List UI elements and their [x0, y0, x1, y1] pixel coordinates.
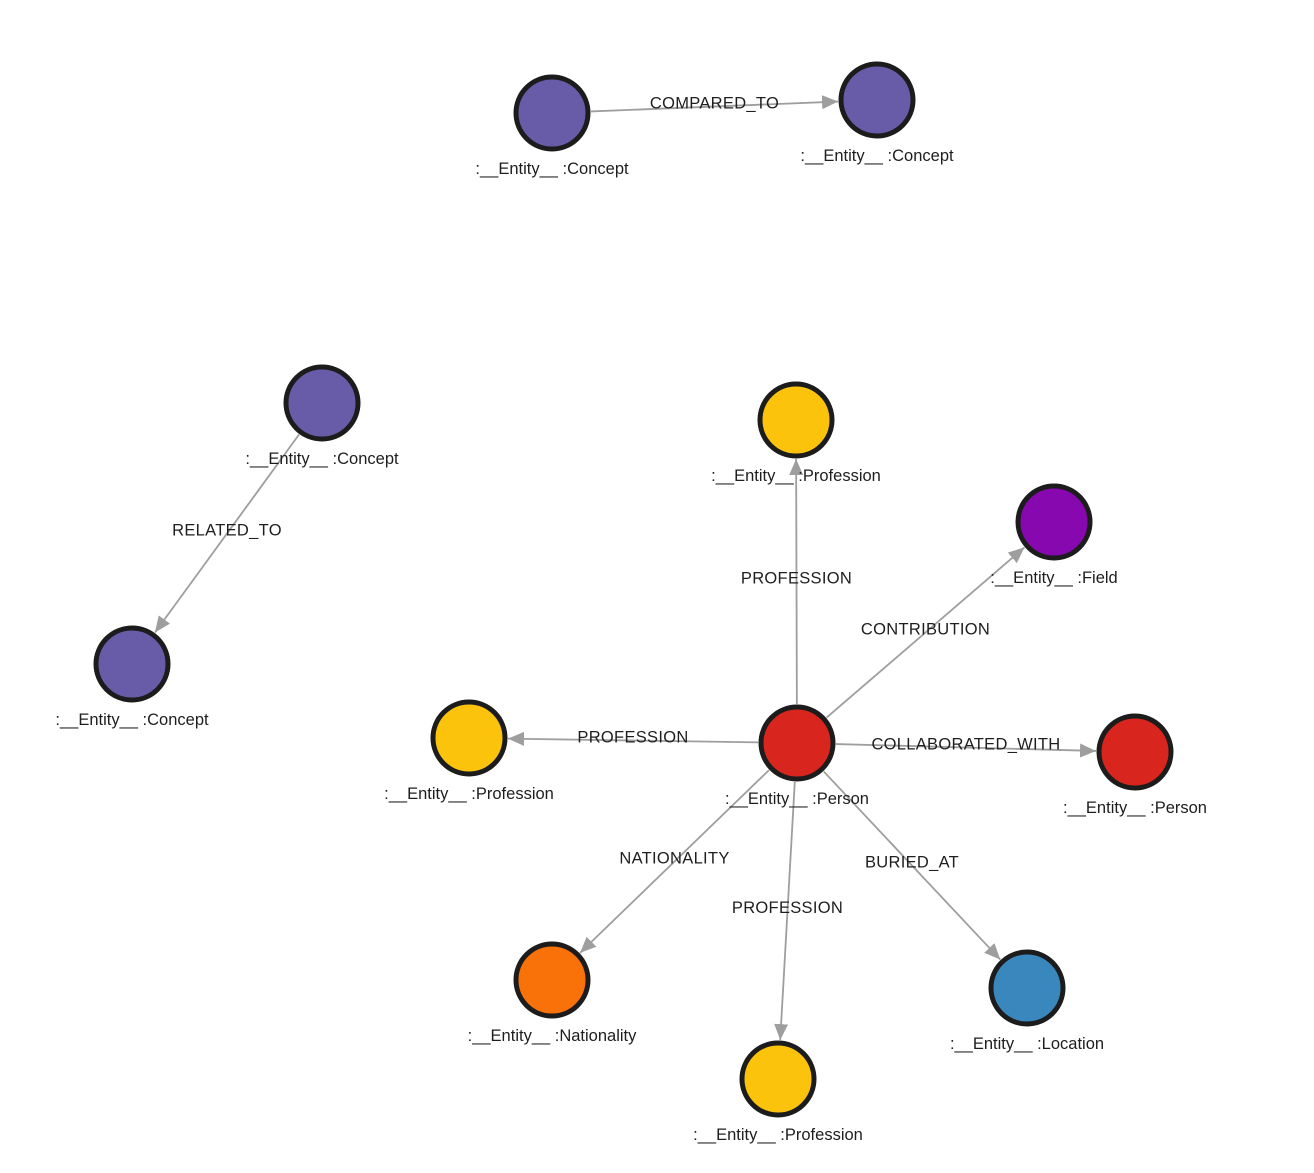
node-caption-location-1: :__Entity__ :Location	[950, 1035, 1104, 1053]
node-caption-concept-2: :__Entity__ :Concept	[800, 147, 954, 165]
node-caption-profession-top: :__Entity__ :Profession	[711, 467, 881, 485]
edge-label-profession[interactable]: PROFESSION	[732, 899, 843, 917]
edge-profession[interactable]	[789, 458, 804, 705]
graph-node-concept-3[interactable]	[283, 364, 361, 442]
node-caption-person-right: :__Entity__ :Person	[1063, 799, 1207, 817]
node-caption-profession-left: :__Entity__ :Profession	[384, 785, 554, 803]
graph-node-field-1[interactable]	[1015, 483, 1093, 561]
edge-related-to[interactable]	[154, 434, 300, 633]
node-caption-person-center: :__Entity__ :Person	[725, 790, 869, 808]
graph-node-person-center[interactable]	[758, 704, 836, 782]
edge-compared-to[interactable]	[590, 95, 839, 113]
edge-label-related-to[interactable]: RELATED_TO	[172, 522, 282, 540]
edge-collaborated-with[interactable]	[835, 743, 1097, 758]
edges-layer	[154, 95, 1097, 1041]
node-caption-concept-4: :__Entity__ :Concept	[55, 711, 209, 729]
edge-contribution[interactable]	[825, 546, 1026, 719]
graph-node-profession-left[interactable]	[430, 699, 508, 777]
graph-node-concept-2[interactable]	[838, 61, 916, 139]
graph-node-profession-top[interactable]	[757, 381, 835, 459]
edge-label-buried-at[interactable]: BURIED_AT	[865, 854, 959, 872]
graph-node-profession-bottom[interactable]	[739, 1040, 817, 1118]
captions-layer: :__Entity__ :Concept :__Entity__ :Concept…	[55, 147, 1207, 1144]
edge-label-nationality[interactable]: NATIONALITY	[619, 850, 729, 868]
edge-label-collaborated-with[interactable]: COLLABORATED_WITH	[871, 736, 1060, 754]
node-caption-nationality-1: :__Entity__ :Nationality	[468, 1027, 638, 1045]
node-caption-concept-3: :__Entity__ :Concept	[245, 450, 399, 468]
graph-node-concept-1[interactable]	[513, 74, 591, 152]
edge-label-profession[interactable]: PROFESSION	[741, 570, 852, 588]
node-caption-concept-1: :__Entity__ :Concept	[475, 160, 629, 178]
edge-label-compared-to[interactable]: COMPARED_TO	[650, 95, 779, 113]
edge-label-profession[interactable]: PROFESSION	[577, 729, 688, 747]
edge-profession[interactable]	[507, 731, 759, 746]
graph-node-person-right[interactable]	[1096, 713, 1174, 791]
edge-nationality[interactable]	[579, 769, 770, 954]
node-caption-field-1: :__Entity__ :Field	[990, 569, 1118, 587]
edge-profession[interactable]	[774, 781, 796, 1041]
graph-node-concept-4[interactable]	[93, 625, 171, 703]
node-caption-profession-bottom: :__Entity__ :Profession	[693, 1126, 863, 1144]
edge-buried-at[interactable]	[823, 770, 1001, 961]
nodes-layer	[93, 61, 1174, 1118]
edge-labels-layer: COMPARED_TO RELATED_TO PROFESSION CONTRIBUT…	[172, 95, 1060, 918]
graph-node-nationality-1[interactable]	[513, 941, 591, 1019]
graph-node-location-1[interactable]	[988, 949, 1066, 1027]
edge-label-contribution[interactable]: CONTRIBUTION	[861, 621, 990, 639]
